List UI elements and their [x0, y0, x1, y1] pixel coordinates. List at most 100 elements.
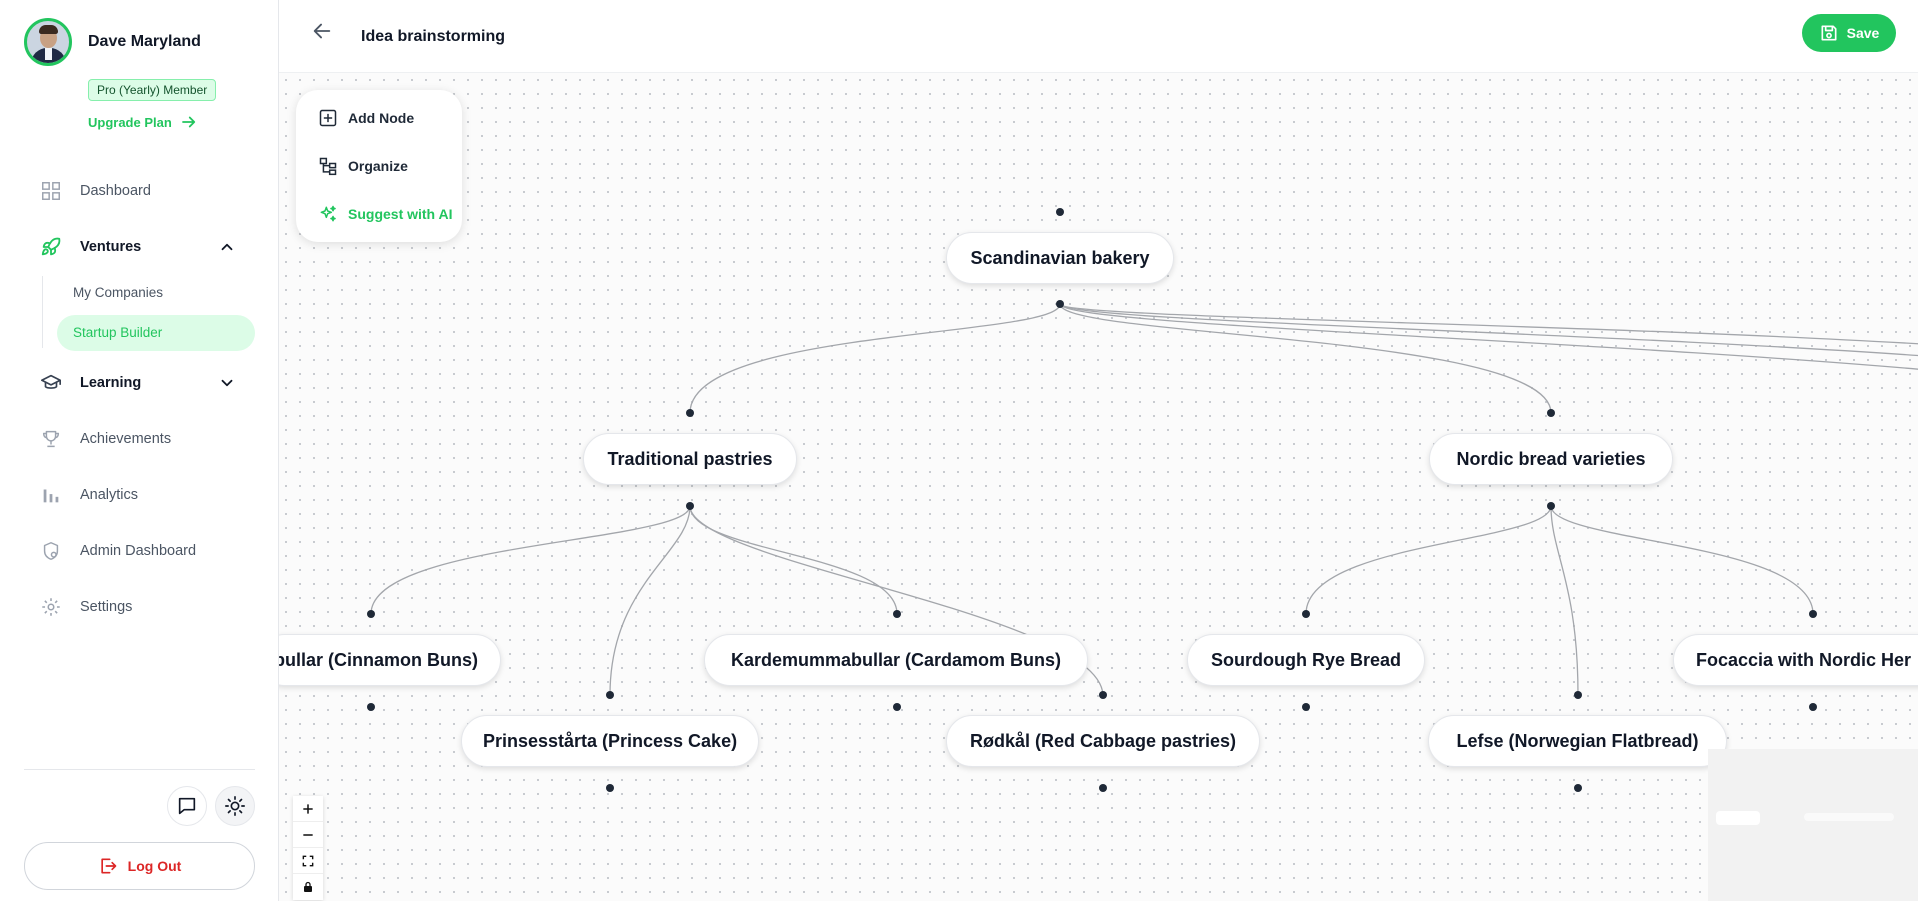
- arrow-right-icon: [181, 116, 195, 128]
- node-handle-top[interactable]: [1099, 691, 1107, 699]
- sidebar-item-label: Analytics: [80, 487, 139, 503]
- organize-icon: [319, 157, 337, 176]
- node-handle-bottom[interactable]: [367, 703, 375, 711]
- node-handle-top[interactable]: [1056, 208, 1064, 216]
- sidebar-divider: [24, 769, 255, 770]
- node-handle-bottom[interactable]: [893, 703, 901, 711]
- mindmap-node-focaccia[interactable]: Focaccia with Nordic Her: [1673, 634, 1918, 686]
- node-handle-top[interactable]: [1547, 409, 1555, 417]
- page-title: Idea brainstorming: [361, 28, 506, 45]
- back-arrow-icon[interactable]: [311, 20, 333, 42]
- node-handle-bottom[interactable]: [686, 502, 694, 510]
- sidebar: Dave Maryland Pro (Yearly) Member Upgrad…: [0, 0, 279, 901]
- save-icon: [1821, 25, 1837, 41]
- sidebar-item-admin-dashboard[interactable]: Admin Dashboard: [40, 539, 196, 563]
- mindmap-node-kardemummabullar[interactable]: Kardemummabullar (Cardamom Buns): [704, 634, 1088, 686]
- zoom-in-button[interactable]: [293, 796, 323, 822]
- canvas-toolbox: Add Node Organize Suggest with AI: [296, 90, 462, 242]
- edge-nordic-focaccia: [1550, 505, 1814, 615]
- sidebar-item-ventures[interactable]: Ventures: [40, 235, 141, 259]
- sidebar-subitem-my-companies[interactable]: My Companies: [73, 285, 164, 300]
- mindmap-node-traditional-pastries[interactable]: Traditional pastries: [583, 433, 797, 485]
- node-handle-top[interactable]: [1809, 610, 1817, 618]
- edge-root-offscreen-3: [1059, 303, 1918, 370]
- trophy-icon: [42, 430, 60, 448]
- organize-button[interactable]: Organize: [318, 156, 408, 176]
- edge-root-traditional: [689, 303, 1061, 414]
- logout-label: Log Out: [127, 858, 182, 874]
- edge-nordic-lefse: [1550, 505, 1579, 696]
- node-handle-top[interactable]: [367, 610, 375, 618]
- user-name: Dave Maryland: [88, 33, 201, 50]
- minimap-node: [1804, 813, 1894, 821]
- chat-icon: [178, 797, 196, 815]
- sidebar-item-learning[interactable]: Learning: [40, 371, 141, 395]
- organize-label: Organize: [348, 158, 408, 174]
- sidebar-item-achievements[interactable]: Achievements: [40, 427, 171, 451]
- sparkles-icon: [320, 205, 336, 222]
- node-handle-bottom[interactable]: [1099, 784, 1107, 792]
- sidebar-item-dashboard[interactable]: Dashboard: [40, 179, 151, 203]
- chevron-down-icon[interactable]: [218, 374, 236, 392]
- logout-button[interactable]: Log Out: [24, 842, 255, 890]
- graduation-cap-icon: [41, 374, 61, 389]
- edge-nordic-sourdough: [1305, 505, 1552, 615]
- chevron-up-icon[interactable]: [218, 238, 236, 256]
- sidebar-item-settings[interactable]: Settings: [40, 595, 132, 619]
- suggest-ai-button[interactable]: Suggest with AI: [318, 204, 452, 224]
- node-handle-bottom[interactable]: [1809, 703, 1817, 711]
- mindmap-edges: [370, 303, 1918, 696]
- dashboard-icon: [42, 182, 60, 200]
- suggest-ai-label: Suggest with AI: [348, 206, 453, 222]
- node-handle-bottom[interactable]: [1547, 502, 1555, 510]
- mindmap-node-root[interactable]: Scandinavian bakery: [946, 232, 1174, 284]
- sidebar-item-label: Achievements: [80, 431, 172, 447]
- node-handle-bottom[interactable]: [1056, 300, 1064, 308]
- mindmap-node-nordic-bread[interactable]: Nordic bread varieties: [1429, 433, 1673, 485]
- sidebar-item-label: Admin Dashboard: [80, 543, 197, 559]
- fit-view-button[interactable]: [293, 848, 323, 874]
- chat-button[interactable]: [167, 786, 207, 826]
- sidebar-subitem-startup-builder[interactable]: Startup Builder: [57, 315, 255, 351]
- logout-icon: [101, 858, 117, 874]
- add-node-button[interactable]: Add Node: [318, 108, 414, 128]
- node-handle-top[interactable]: [686, 409, 694, 417]
- bar-chart-icon: [43, 489, 59, 503]
- node-handle-top[interactable]: [1574, 691, 1582, 699]
- minus-icon: [303, 833, 313, 836]
- mindmap-node-sourdough-rye[interactable]: Sourdough Rye Bread: [1187, 634, 1425, 686]
- member-badge: Pro (Yearly) Member: [88, 79, 217, 101]
- node-handle-top[interactable]: [893, 610, 901, 618]
- sun-icon: [225, 796, 245, 816]
- edge-traditional-kardemumma: [689, 505, 898, 615]
- mindmap-node-lefse[interactable]: Lefse (Norwegian Flatbread): [1428, 715, 1727, 767]
- edge-root-offscreen-1: [1059, 303, 1918, 345]
- mindmap-node-rodkal[interactable]: Rødkål (Red Cabbage pastries): [946, 715, 1260, 767]
- mindmap-node-kanelbullar[interactable]: elbullar (Cinnamon Buns): [279, 634, 501, 686]
- mindmap-node-prinsesstarta[interactable]: Prinsesstårta (Princess Cake): [461, 715, 759, 767]
- node-handle-bottom[interactable]: [1574, 784, 1582, 792]
- sidebar-item-label: Ventures: [80, 239, 142, 255]
- top-header: Idea brainstorming Save: [279, 0, 1918, 73]
- edge-traditional-prinsess: [609, 505, 691, 696]
- save-button[interactable]: Save: [1802, 14, 1896, 52]
- node-handle-bottom[interactable]: [606, 784, 614, 792]
- sidebar-item-label: Settings: [80, 599, 133, 615]
- zoom-controls: [293, 796, 323, 900]
- theme-toggle-button[interactable]: [215, 786, 255, 826]
- node-handle-top[interactable]: [606, 691, 614, 699]
- avatar[interactable]: [24, 18, 72, 66]
- save-label: Save: [1846, 25, 1880, 41]
- node-handle-bottom[interactable]: [1302, 703, 1310, 711]
- edge-traditional-kanel: [370, 505, 691, 615]
- lock-button[interactable]: [293, 874, 323, 900]
- mindmap-canvas[interactable]: Scandinavian bakery Traditional pastries…: [279, 73, 1918, 901]
- node-handle-top[interactable]: [1302, 610, 1310, 618]
- minimap-node: [1716, 811, 1760, 825]
- minimap[interactable]: [1708, 749, 1918, 901]
- fullscreen-icon: [302, 855, 314, 866]
- sidebar-item-analytics[interactable]: Analytics: [40, 483, 138, 507]
- upgrade-plan-link[interactable]: Upgrade Plan: [88, 113, 198, 131]
- zoom-out-button[interactable]: [293, 822, 323, 848]
